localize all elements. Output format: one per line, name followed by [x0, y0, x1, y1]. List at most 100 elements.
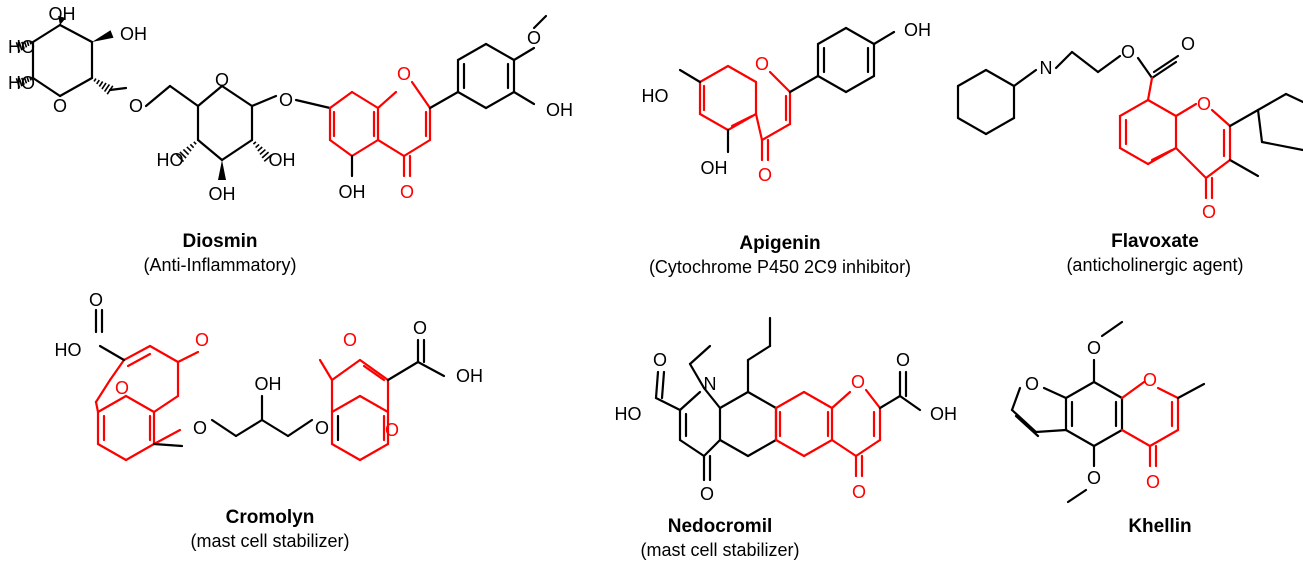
- bond: [654, 370, 660, 400]
- bond-layer: [15, 14, 1303, 504]
- hash-bond: [189, 143, 195, 149]
- bond: [58, 23, 94, 44]
- atom-label-oh: OH: [546, 100, 573, 120]
- wedge-bond: [58, 16, 66, 25]
- bond: [350, 138, 380, 158]
- bond: [386, 360, 420, 382]
- atom-label-oh: OH: [120, 24, 147, 44]
- bond: [362, 364, 386, 382]
- atom-label-o: O: [400, 182, 414, 202]
- atom-label-oh: OH: [255, 374, 282, 394]
- bond: [294, 98, 332, 110]
- atom-label-ho: HO: [642, 86, 669, 106]
- atom-label-o: O: [758, 165, 772, 185]
- atom-label-ho: HO: [615, 404, 642, 424]
- bond: [1092, 428, 1124, 448]
- molecule-name: Diosmin: [182, 231, 258, 252]
- atom-label-o: O: [195, 330, 209, 350]
- atom-label-o: O: [851, 372, 865, 392]
- hash-bond: [96, 79, 100, 85]
- bond: [98, 344, 126, 362]
- bond: [1064, 380, 1096, 400]
- hash-bond: [193, 141, 197, 145]
- bond: [1210, 108, 1232, 128]
- bond: [768, 70, 792, 94]
- atom-label-o: O: [1025, 374, 1039, 394]
- bond: [196, 84, 224, 108]
- bond: [456, 90, 488, 110]
- atom-label-o: O: [193, 418, 207, 438]
- caption-nedocromil: Nedocromil (mast cell stabilizer): [580, 515, 860, 562]
- bond: [350, 90, 380, 110]
- hash-bond: [179, 151, 187, 159]
- hash-bond: [252, 141, 257, 145]
- atom-label-oh: OH: [904, 20, 931, 40]
- bond: [1156, 386, 1180, 400]
- bond: [1256, 92, 1288, 112]
- bond: [1096, 54, 1122, 74]
- bond: [1146, 98, 1178, 118]
- hash-bond: [26, 77, 30, 83]
- atom-label-o: O: [1202, 202, 1216, 222]
- hash-bond: [186, 146, 192, 152]
- bond: [512, 90, 536, 106]
- atom-label-o: O: [1087, 468, 1101, 488]
- atom-label-ho: HO: [157, 150, 184, 170]
- bond: [1120, 380, 1146, 400]
- bond: [802, 438, 834, 458]
- hash-bond: [15, 78, 21, 88]
- atom-label-o: O: [896, 350, 910, 370]
- bond: [678, 68, 702, 84]
- bond: [108, 358, 126, 382]
- hash-bond: [261, 151, 270, 159]
- atom-label-o: O: [1181, 34, 1195, 54]
- atom-label-o: O: [129, 96, 143, 116]
- molecule-name: Apigenin: [739, 233, 821, 254]
- bond: [774, 390, 806, 410]
- atom-label-o: O: [89, 290, 103, 310]
- bond: [702, 386, 722, 410]
- bond: [126, 352, 152, 368]
- bond: [816, 26, 848, 46]
- caption-khellin: Khellin: [1080, 515, 1240, 539]
- bond: [1174, 102, 1198, 118]
- bond: [678, 438, 706, 458]
- atom-label-o: O: [385, 420, 399, 440]
- wedge-bond: [218, 160, 226, 180]
- hash-bond: [29, 76, 32, 81]
- bond: [532, 14, 548, 30]
- atom-label-oh: OH: [930, 404, 957, 424]
- bond: [984, 68, 1016, 88]
- hash-bond: [98, 81, 104, 87]
- bond: [1118, 146, 1150, 166]
- bond: [688, 362, 706, 390]
- hash-bond: [18, 77, 23, 87]
- molecule-description: (mast cell stabilizer): [190, 531, 350, 551]
- bond: [330, 442, 362, 462]
- molecule-name: Flavoxate: [1111, 231, 1199, 252]
- bond: [898, 394, 922, 412]
- bond: [484, 42, 516, 62]
- atom-label-n: N: [1040, 58, 1053, 78]
- bond: [1014, 414, 1040, 438]
- atom-label-o: O: [527, 28, 541, 48]
- hash-bond: [182, 148, 190, 156]
- bond: [718, 438, 750, 458]
- bond: [250, 94, 278, 108]
- bond: [152, 442, 184, 448]
- bond: [1150, 60, 1178, 80]
- atom-label-o: O: [215, 70, 229, 90]
- bond: [124, 442, 156, 462]
- hash-bond: [93, 78, 97, 82]
- bond: [1284, 92, 1303, 104]
- bond: [108, 86, 128, 92]
- molecule-description: (Anti-Inflammatory): [143, 255, 297, 275]
- bond: [260, 418, 290, 438]
- bond: [1010, 408, 1038, 434]
- bond: [234, 418, 264, 438]
- bond: [94, 378, 112, 404]
- atom-label-ho: HO: [8, 37, 35, 57]
- hash-bond: [26, 41, 30, 47]
- bond: [358, 394, 390, 414]
